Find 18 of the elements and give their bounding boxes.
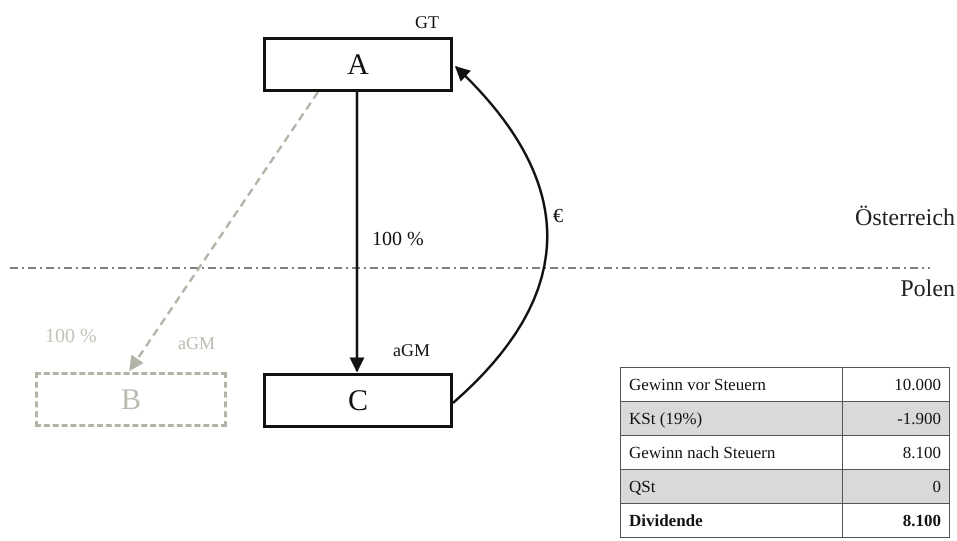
country-label: Polen xyxy=(900,276,955,303)
table-cell: 0 xyxy=(842,470,950,504)
entity-box: B xyxy=(35,372,227,427)
arrow xyxy=(128,91,320,372)
company-type-label: GT xyxy=(415,12,439,33)
table-cell: 8.100 xyxy=(842,504,950,538)
entity-box: A xyxy=(263,37,453,92)
entity-box: C xyxy=(263,373,453,428)
arrow xyxy=(350,92,364,372)
table-cell: QSt xyxy=(620,470,842,504)
table-cell: Dividende xyxy=(620,504,842,538)
arrow xyxy=(452,66,548,404)
company-type-label: aGM xyxy=(393,340,430,361)
country-label: Österreich xyxy=(855,205,955,232)
company-type-label: aGM xyxy=(178,333,215,354)
table-cell: KSt (19%) xyxy=(620,402,842,436)
table-cell: -1.900 xyxy=(842,402,950,436)
table-cell: Gewinn vor Steuern xyxy=(620,368,842,402)
